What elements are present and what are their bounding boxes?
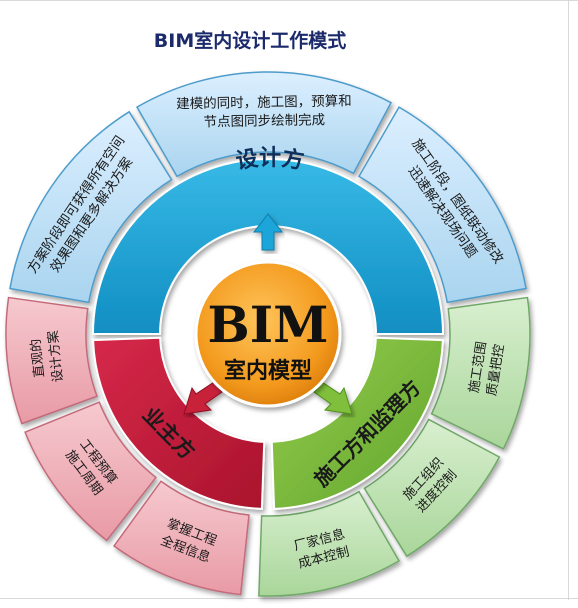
outer-ring: 方案阶段即可获得所有空间效果图和更多解决方案建模的同时，施工图，预算和节点图同步… <box>5 71 531 597</box>
frame-top-line <box>0 0 578 1</box>
segment-text-line: 直观的 <box>28 338 48 378</box>
frame-right-line <box>568 0 569 600</box>
ring-construction <box>270 336 444 510</box>
segment-construction-2 <box>363 418 501 558</box>
arrow-down-left-icon <box>183 381 223 415</box>
segment-construction-1 <box>258 490 401 597</box>
arrow-down-right-icon <box>313 381 353 415</box>
role-designer-label: 设计方 <box>234 145 306 174</box>
segment-construction-3 <box>430 296 531 450</box>
arrow-up-icon <box>252 213 284 251</box>
center-subtitle: 室内模型 <box>224 358 312 384</box>
segment-text-line: 设计方案 <box>45 330 66 383</box>
segment-owner-1 <box>5 296 98 425</box>
segment-owner-3 <box>112 480 250 596</box>
center-bim-model <box>194 260 342 408</box>
page-title: BIM室内设计工作模式 <box>153 30 347 52</box>
frame-bottom-line <box>0 598 578 599</box>
ring-owner <box>92 336 266 510</box>
segment-design-right <box>357 106 527 304</box>
inner-ring: 业主方施工方和监理方 <box>91 158 445 510</box>
ring-designer <box>91 158 445 335</box>
segment-design-left <box>9 110 173 304</box>
segment-text-line: 建模的同时，施工图，预算和 <box>176 93 352 112</box>
segment-text-line: 节点图同步绘制完成 <box>203 112 325 130</box>
segment-design-top <box>135 71 393 178</box>
segment-owner-2 <box>24 401 158 542</box>
center-title: BIM <box>208 295 329 354</box>
